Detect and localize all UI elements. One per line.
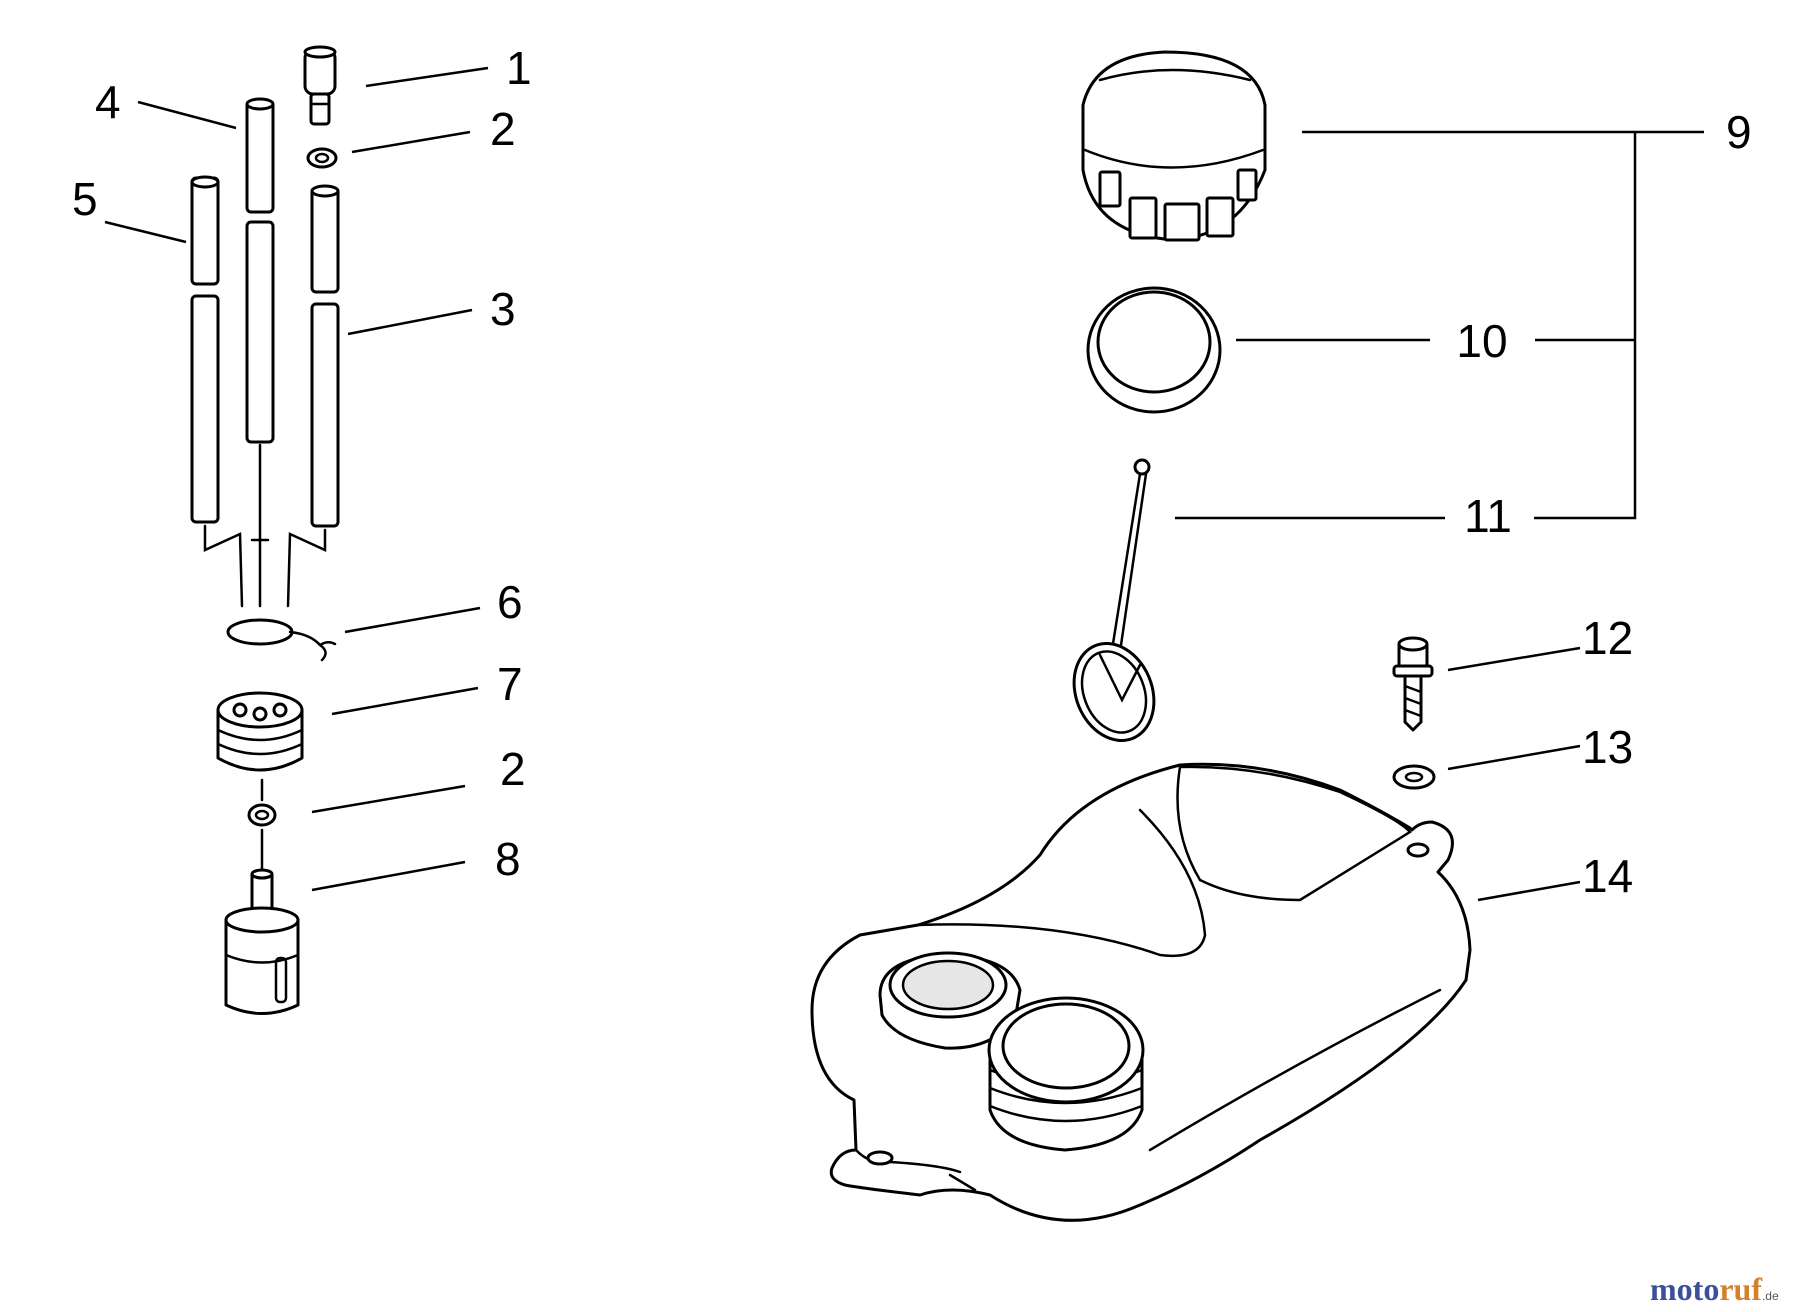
- part-12-screw: [1392, 636, 1434, 732]
- watermark-part1: moto: [1650, 1271, 1719, 1307]
- callout-13: 13: [1582, 721, 1633, 773]
- part-3-fuel-line-right: [310, 184, 340, 528]
- break-lines: [203, 443, 327, 608]
- part-14-fuel-tank: [810, 762, 1472, 1222]
- callout-8: 8: [495, 833, 521, 885]
- callout-2-lower: 2: [500, 743, 526, 795]
- watermark-logo: motoruf.de: [1650, 1271, 1779, 1307]
- callout-5: 5: [72, 173, 98, 225]
- part-7-grommet: [216, 691, 304, 772]
- callout-9: 9: [1726, 106, 1752, 158]
- callout-10: 10: [1456, 315, 1507, 367]
- callout-11: 11: [1464, 490, 1512, 542]
- part-9-fuel-cap: [1081, 50, 1267, 242]
- part-1-fuel-fitting: [303, 45, 337, 126]
- part-6-clip: [226, 618, 337, 662]
- svg-text:motoruf.de: motoruf.de: [1650, 1271, 1779, 1307]
- callout-6: 6: [497, 576, 523, 628]
- callout-7: 7: [497, 658, 523, 710]
- callout-12: 12: [1582, 612, 1633, 664]
- callout-3: 3: [490, 283, 516, 335]
- part-2-grommet-lower: [247, 778, 277, 870]
- callout-1: 1: [506, 42, 532, 94]
- part-5-fuel-line-left: [190, 175, 220, 524]
- part-8-fuel-filter: [224, 868, 300, 1015]
- watermark-part2: ruf: [1719, 1271, 1762, 1307]
- part-11-tether: [1072, 458, 1156, 742]
- leader-lines: [104, 66, 1704, 902]
- part-10-gasket: [1086, 286, 1222, 414]
- part-13-washer: [1392, 764, 1436, 790]
- part-4-fuel-line-center: [245, 97, 275, 444]
- callout-14: 14: [1582, 850, 1633, 902]
- callout-2-upper: 2: [490, 103, 516, 155]
- callout-4: 4: [95, 76, 121, 128]
- watermark-suffix: .de: [1762, 1289, 1779, 1303]
- part-2-grommet-upper: [306, 147, 338, 169]
